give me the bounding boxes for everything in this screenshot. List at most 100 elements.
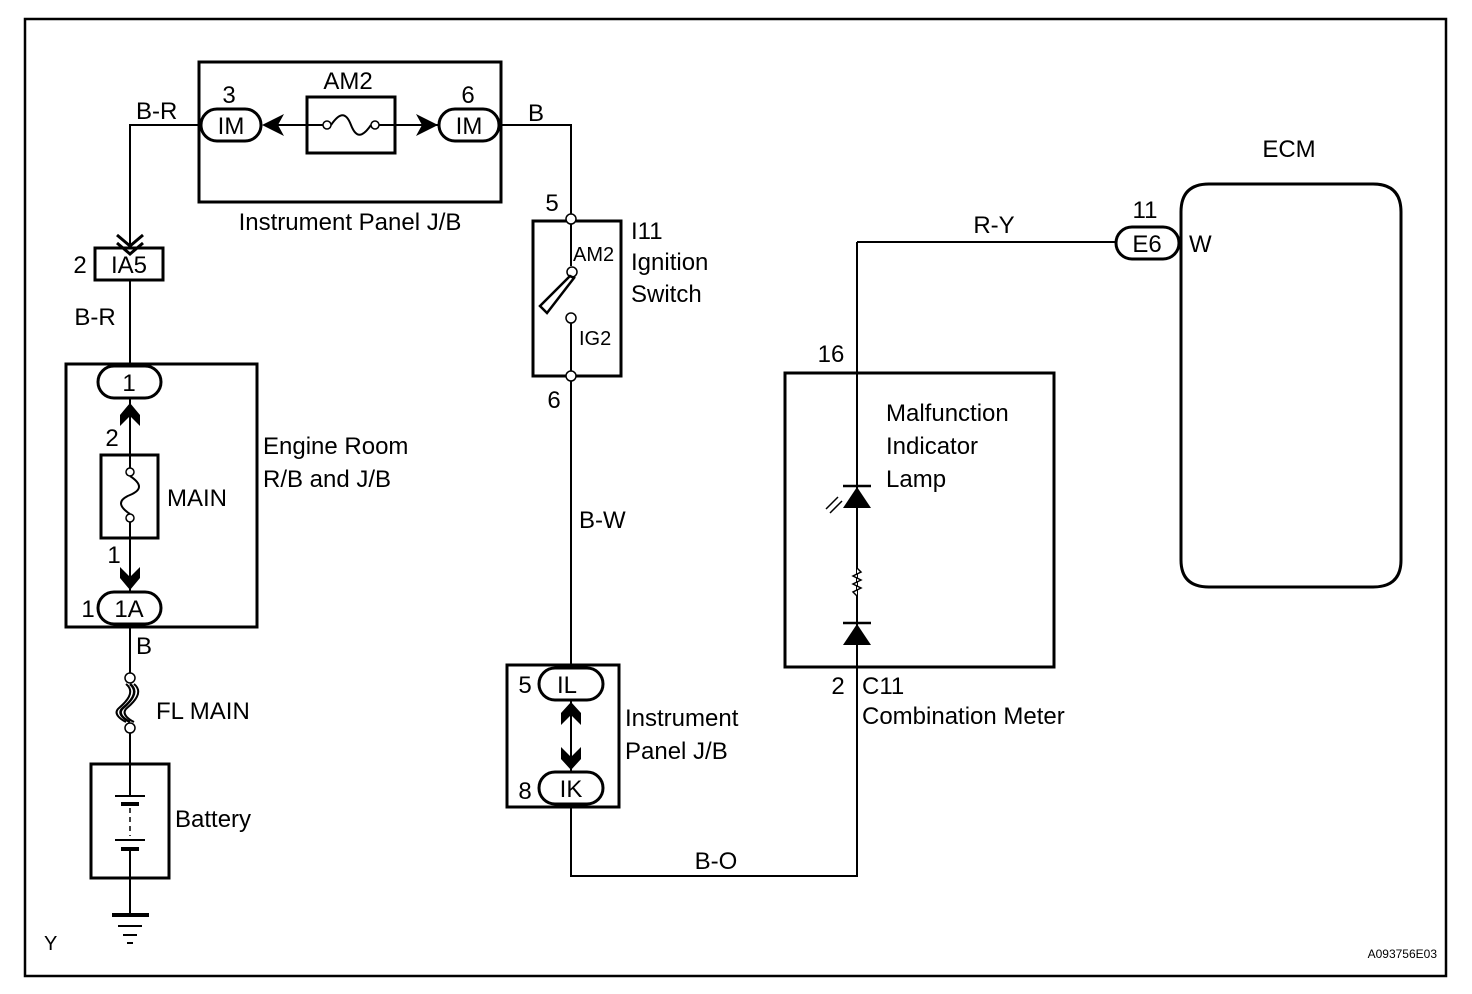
- fuse-terminal: [124, 672, 136, 684]
- connector-code: IA5: [111, 252, 147, 279]
- ip-jb-bottom-box: [505, 663, 621, 809]
- pin-number: 8: [518, 778, 531, 805]
- diode-icon: [843, 624, 871, 645]
- pin-number: 2: [105, 425, 118, 452]
- connector-arrow-icon: [561, 702, 581, 725]
- ignition-switch-box: [531, 219, 623, 378]
- fuse-element-icon: [330, 114, 372, 136]
- ignition-switch-label: Switch: [631, 281, 702, 308]
- am2-fuse-label: AM2: [323, 68, 372, 95]
- fl-main-label: FL MAIN: [156, 698, 250, 725]
- wire-color-label: B-W: [579, 507, 626, 534]
- contact-label: AM2: [573, 244, 614, 266]
- mil-label: Indicator: [886, 433, 978, 460]
- ignition-switch-code: I11: [631, 218, 663, 245]
- wire-color-label: B-R: [136, 98, 177, 125]
- pin-number: 16: [818, 341, 845, 368]
- connector-code: IM: [456, 113, 483, 140]
- connector-arrow-icon: [561, 747, 581, 770]
- wire-color-label: B: [136, 633, 152, 660]
- pin-5-terminal: [565, 213, 577, 225]
- ip-jb-bottom-label: Panel J/B: [625, 738, 728, 765]
- ig2-contact: [565, 312, 577, 324]
- engine-room-box: [64, 362, 259, 629]
- connector-code: IM: [218, 113, 245, 140]
- diagram-frame: [23, 17, 1448, 978]
- pin-number: 11: [1133, 197, 1158, 224]
- ecm-box: [1179, 182, 1403, 589]
- pin-number: 2: [73, 252, 86, 279]
- wire-b-o: [570, 667, 858, 877]
- main-fuse-label: MAIN: [167, 485, 227, 512]
- corner-mark: Y: [44, 933, 57, 955]
- light-ray-icon: [829, 500, 843, 514]
- battery: Battery: [89, 762, 251, 914]
- battery-label: Battery: [175, 806, 251, 833]
- wire-color-label: B-O: [695, 848, 738, 875]
- contact-label: IG2: [579, 328, 611, 350]
- wire-color-label: B-R: [74, 304, 115, 331]
- instrument-panel-jb-bottom: IL 5 IK 8 Instrument Panel J/B: [505, 663, 739, 809]
- resistor-icon: [851, 567, 863, 597]
- ip-jb-top-label: Instrument Panel J/B: [239, 209, 462, 236]
- ground-icon: [112, 913, 149, 944]
- connector-1: [96, 364, 163, 400]
- light-ray-icon: [825, 496, 839, 510]
- connector-code: E6: [1132, 231, 1161, 258]
- wire-b-to-ignition: [499, 124, 572, 215]
- connector-e6: [1114, 225, 1181, 261]
- connector-arrow-icon: [416, 114, 438, 136]
- fuse-element-icon: [120, 475, 140, 515]
- connector-arrow-icon: [120, 403, 140, 426]
- pin-number: 6: [461, 82, 474, 109]
- ignition-switch: AM2 IG2 5 6 I11 Ignition Switch: [531, 190, 708, 414]
- ecm: ECM E6 11 W: [1114, 136, 1403, 589]
- pin-number: 3: [222, 82, 235, 109]
- pin-6-terminal: [565, 370, 577, 382]
- connector-ik: [537, 770, 605, 806]
- combination-meter-label: Combination Meter: [862, 703, 1065, 730]
- am2-contact: [566, 266, 578, 278]
- connector-code: 1A: [114, 596, 143, 623]
- figure-id: A093756E03: [1368, 947, 1438, 961]
- fuse-terminal: [370, 120, 380, 130]
- wire-color-label: R-Y: [973, 212, 1014, 239]
- fusible-link-icon: [119, 683, 136, 724]
- mil-label: Lamp: [886, 466, 946, 493]
- connector-1a: [96, 590, 163, 626]
- combination-meter: 16 2 C11 Combination Meter Malfunction I…: [783, 242, 1065, 730]
- pin-number: 1: [81, 596, 94, 623]
- ecm-label: ECM: [1262, 136, 1315, 163]
- fuse-terminal: [125, 513, 135, 523]
- connector-code: IK: [560, 776, 583, 803]
- pin-number: 5: [518, 672, 531, 699]
- connector-code: IL: [557, 672, 577, 699]
- instrument-panel-jb-top: Instrument Panel J/B AM2 IM 3 IM 6: [197, 60, 503, 236]
- fuse-terminal: [322, 120, 332, 130]
- ignition-switch-label: Ignition: [631, 249, 708, 276]
- pin-number: 6: [547, 387, 560, 414]
- connector-code: 1: [122, 370, 135, 397]
- engine-room-label: R/B and J/B: [263, 466, 391, 493]
- fl-main-fusible-link: FL MAIN: [115, 672, 250, 734]
- ip-jb-bottom-label: Instrument: [625, 705, 739, 732]
- fuse-terminal: [125, 467, 135, 477]
- engine-room-label: Engine Room: [263, 433, 408, 460]
- led-lamp-icon: [843, 487, 871, 508]
- wire-color-label: B: [528, 100, 544, 127]
- ip-jb-top-box: [197, 60, 503, 204]
- wire-b-r-top: [129, 124, 201, 248]
- switch-lever-icon: [538, 274, 576, 315]
- engine-room-rb-jb: Engine Room R/B and J/B 1 2 MAIN 1 1A 1: [64, 362, 408, 629]
- combination-meter-code: C11: [862, 673, 904, 700]
- fusible-link-icon: [115, 683, 132, 723]
- connector-arrow-icon: [262, 114, 284, 136]
- mil-label: Malfunction: [886, 400, 1009, 427]
- fuse-terminal: [124, 722, 136, 734]
- connector-arrow-icon: [120, 567, 140, 590]
- pin-number: 5: [545, 190, 558, 217]
- fusible-link-icon: [123, 683, 140, 723]
- pin-number: 1: [107, 542, 120, 569]
- combination-meter-box: [783, 371, 1056, 669]
